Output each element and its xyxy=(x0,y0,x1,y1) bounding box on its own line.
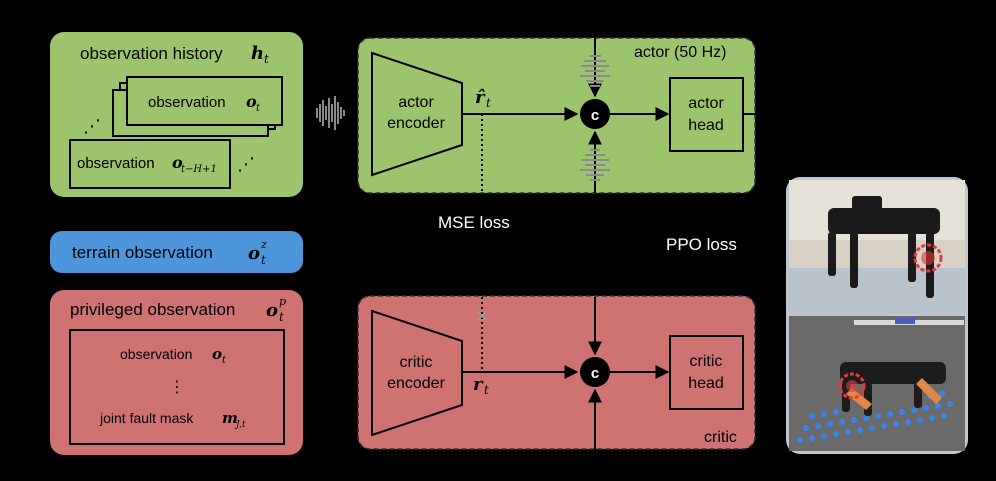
card-oldest-sub: t−H+1 xyxy=(181,164,217,175)
card-oldest xyxy=(69,139,231,189)
card-front xyxy=(126,76,283,126)
actor-panel xyxy=(357,37,756,194)
card-oldest-label: observation xyxy=(77,155,155,172)
card-front-sub: t xyxy=(256,103,261,114)
sim-fault-marker xyxy=(838,372,866,400)
actor-title: actor (50 Hz) xyxy=(634,44,726,61)
privileged-inner-box xyxy=(69,329,285,445)
privileged-row-observation-symbol: o xyxy=(212,345,222,363)
critic-latent-sub: t xyxy=(484,383,489,397)
privileged-row-observation: observation xyxy=(120,346,192,362)
robot-photo-panel xyxy=(786,177,968,454)
privileged-symbol: o xyxy=(266,300,278,321)
mse-loss-label: MSE loss xyxy=(438,213,510,232)
terrain-symbol-sup: z xyxy=(260,238,267,251)
privileged-row-observation-sub: t xyxy=(222,355,227,366)
terrain-label: terrain observation xyxy=(72,243,213,262)
card-oldest-symbol: o xyxy=(172,153,183,172)
real-robot-icon xyxy=(828,196,940,298)
privileged-symbol-sup: p xyxy=(279,295,286,308)
critic-encoder-line1: critic xyxy=(400,354,433,371)
stack-dots-right: ⋰ xyxy=(237,154,255,174)
actor-head-line1: actor xyxy=(688,95,724,112)
ppo-loss-label: PPO loss xyxy=(666,235,737,254)
actor-encoder-line1: actor xyxy=(398,94,434,111)
card-front-label: observation xyxy=(148,94,226,111)
actor-concat-node xyxy=(580,99,610,129)
actor-encoder xyxy=(371,51,463,177)
history-symbol-sub: t xyxy=(264,52,269,66)
privileged-row-fault-mask-symbol: m xyxy=(222,409,238,427)
terrain-observation-block: terrain observation o t z xyxy=(50,231,303,273)
history-title: observation history xyxy=(80,44,223,63)
privileged-observation-block: privileged observation o t p observation… xyxy=(50,290,303,455)
stop-gradient-icon: × xyxy=(475,303,489,330)
actor-block: actor (50 Hz) actor encoder r̂ t c actor… xyxy=(357,30,760,194)
privileged-row-ellipsis: ⋮ xyxy=(169,379,185,396)
noise-waveform-icon xyxy=(316,96,345,130)
velocity-command-arrow xyxy=(895,318,915,324)
critic-latent-symbol: r xyxy=(473,374,484,395)
terrain-symbol-sub: t xyxy=(261,253,266,267)
noise-bottom-icon xyxy=(580,149,610,181)
critic-concat-node xyxy=(580,357,610,387)
critic-encoder xyxy=(371,309,463,437)
terrain-box xyxy=(50,231,303,273)
critic-head-line1: critic xyxy=(690,353,723,370)
card-front-symbol: o xyxy=(246,92,257,111)
noise-top-icon xyxy=(580,55,610,87)
actor-latent-symbol: r̂ xyxy=(475,87,486,108)
actor-encoder-line2: encoder xyxy=(387,115,445,132)
actor-latent-sub: t xyxy=(486,96,491,110)
critic-concat-label: c xyxy=(591,365,599,382)
actor-concat-label: c xyxy=(591,107,599,124)
critic-encoder-line2: encoder xyxy=(387,375,445,392)
privileged-row-fault-mask-sub: J,t xyxy=(234,420,246,430)
history-symbol: h xyxy=(251,43,264,64)
critic-title: critic xyxy=(704,429,737,446)
critic-head-line2: head xyxy=(688,375,724,392)
privileged-box xyxy=(50,290,303,455)
real-fault-marker xyxy=(913,243,943,273)
terrain-symbol: o xyxy=(248,243,260,264)
privileged-row-fault-mask: joint fault mask xyxy=(99,410,194,426)
critic-head xyxy=(669,335,744,410)
critic-block: critic critic encoder r t × c critic hea… xyxy=(357,295,756,450)
observation-history-block: observation history h t observation o t … xyxy=(50,32,303,197)
privileged-title: privileged observation xyxy=(70,300,235,319)
stack-dots-left: ⋰ xyxy=(83,116,101,136)
actor-head-line2: head xyxy=(688,117,724,134)
privileged-symbol-sub: t xyxy=(279,310,284,324)
